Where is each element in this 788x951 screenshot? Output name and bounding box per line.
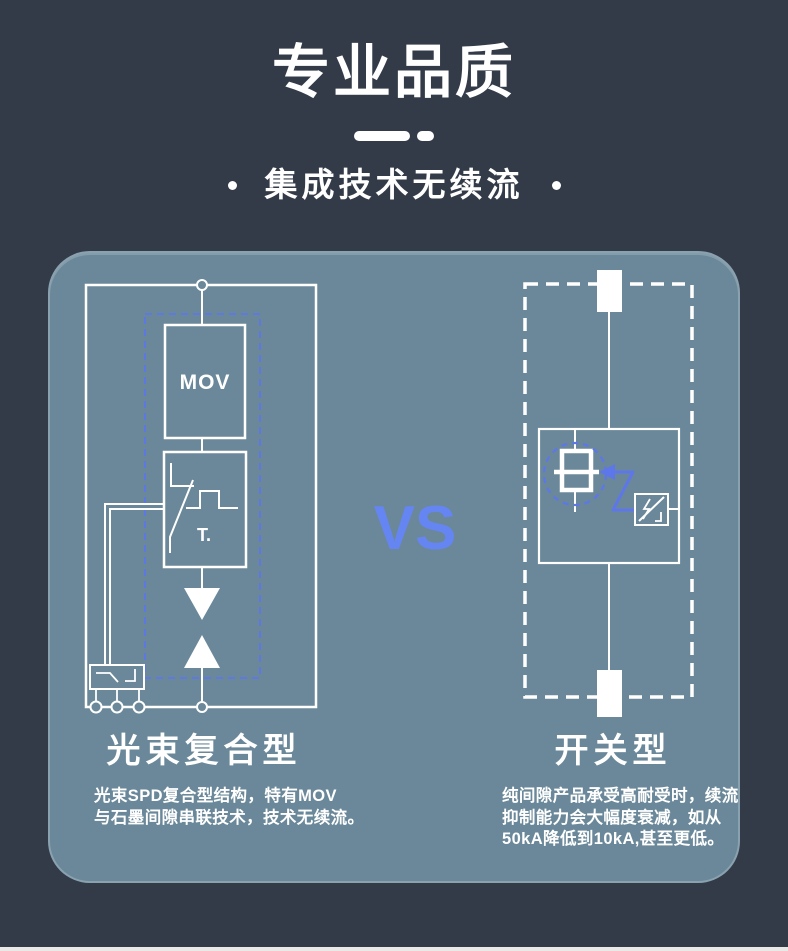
right-description-line-1: 纯间隙产品承受高耐受时，续流 [502,787,739,805]
composite-spd-circuit-diagram: MOV T. [84,279,318,714]
trigger-switch-diagonal [169,479,194,553]
subtitle-text: 集成技术无续流 [264,166,524,203]
signal-terminal-node-3 [132,700,146,714]
page-title: 专业品质 [271,40,516,105]
signal-terminal-node-1 [89,700,103,714]
top-terminal-block [597,270,622,312]
control-line-inner [109,508,164,665]
top-terminal-node [196,279,208,291]
left-description-line-1: 光束SPD复合型结构，特有MOV [94,787,337,805]
left-caption: 光束复合型 [106,732,302,770]
subtitle-right-dot [551,180,561,190]
bottom-terminal-block [597,670,622,717]
right-description: 纯间隙产品承受高耐受时，续流 抑制能力会大幅度衰减，如从 50kA降低到10kA… [502,786,739,851]
trigger-contact-symbol [170,463,194,487]
control-line-outer [104,503,164,665]
trigger-pulse-waveform [186,490,238,509]
next-section-strip [0,947,788,951]
right-caption: 开关型 [554,732,672,770]
signal-terminal-stubs [95,689,140,702]
divider-bar [354,131,410,141]
module-dashed-boundary [144,313,261,679]
signal-contact-switch [96,672,119,683]
lightning-bolt-glyph [642,498,651,520]
impulse-z-arrow-head [599,464,615,480]
bottom-terminal-node [196,701,208,713]
comparison-card: MOV T. [48,251,740,883]
surge-trigger-hook [655,512,662,522]
subtitle-left-dot [227,180,237,190]
title-divider [0,130,788,142]
right-description-line-2: 抑制能力会大幅度衰减，如从 [502,808,722,827]
spark-gap-triangle-up [184,635,220,668]
signal-contact-bracket [125,669,136,682]
trigger-box [162,450,248,569]
left-description: 光束SPD复合型结构，特有MOV 与石墨间隙串联技术，技术无续流。 [94,786,364,829]
mov-box [163,323,247,440]
mov-label: MOV [180,371,231,394]
impulse-z-arrow-shaft [611,470,635,512]
spark-gap-triangle-down [184,588,220,620]
trigger-label: T. [197,525,211,545]
vs-label: VS [373,494,457,563]
left-description-line-2: 与石墨间隙串联技术，技术无续流。 [94,808,365,827]
subtitle-row: 集成技术无续流 [0,164,788,206]
signal-terminal-node-2 [110,700,124,714]
right-description-line-3: 50kA降低到10kA,甚至更低。 [502,830,725,848]
divider-dot [417,131,434,141]
switch-type-circuit-diagram [523,270,694,717]
